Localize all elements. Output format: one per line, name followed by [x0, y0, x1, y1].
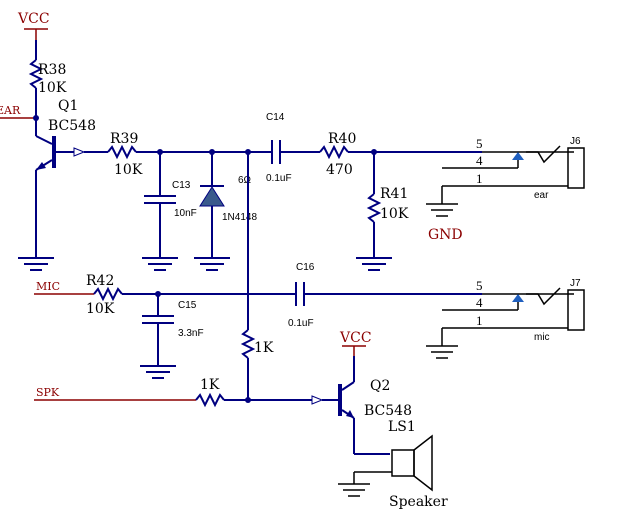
mic-net-label: MIC [36, 280, 60, 293]
r-vertical-resistor [240, 329, 256, 359]
c15-value: 3.3nF [178, 328, 204, 339]
vcc-q2-symbol: VCC [339, 330, 372, 356]
r39-ref: R39 [110, 131, 138, 147]
r40-resistor [319, 144, 349, 160]
vcc-q2-label: VCC [339, 330, 372, 346]
j7-ground-symbol [426, 345, 458, 359]
q2-ref: Q2 [370, 378, 390, 394]
diode-ground-symbol [194, 257, 230, 271]
c16-capacitor [295, 282, 305, 306]
q1-ref: Q1 [58, 98, 78, 114]
q1-transistor [35, 112, 86, 258]
j6-pin-4: 4 [476, 153, 483, 168]
diode-1n4148 [199, 152, 225, 258]
r-horizontal-value: 1K [200, 377, 220, 393]
gnd-label: GND [428, 227, 463, 243]
c13-ground-symbol [142, 257, 178, 271]
c13-ref: C13 [172, 180, 191, 191]
diode-marker: 6Ω [238, 175, 252, 186]
r40-value: 470 [326, 162, 353, 178]
j7-pin-5: 5 [476, 278, 483, 293]
diode-value: 1N4148 [222, 212, 257, 223]
r38-resistor [28, 59, 44, 89]
r39-resistor [107, 144, 137, 160]
q2-transistor [338, 356, 355, 454]
r-vertical-value: 1K [254, 340, 274, 356]
q1-part: BC548 [48, 118, 96, 134]
c14-capacitor [271, 140, 281, 164]
j7-ref: J7 [570, 278, 581, 289]
spk-net-label: SPK [36, 386, 60, 399]
j6-ground-symbol [426, 203, 458, 217]
r41-ref: R41 [380, 186, 408, 202]
vcc-top-label: VCC [17, 11, 50, 27]
speaker-ground-symbol [338, 483, 370, 497]
r41-ground-symbol [356, 257, 392, 271]
c16-ref: C16 [296, 262, 315, 273]
r42-resistor [93, 286, 123, 302]
r42-ref: R42 [86, 273, 114, 289]
r-horizontal-resistor [195, 392, 225, 408]
j7-pin-1: 1 [476, 313, 483, 328]
speaker-ref: LS1 [388, 419, 416, 435]
j7-jack: 5 4 1 [441, 278, 585, 346]
ear-net-label: EAR [0, 104, 21, 117]
c14-ref: C14 [266, 112, 285, 123]
c14-value: 0.1uF [266, 173, 292, 184]
c13-value: 10nF [174, 208, 197, 219]
r40-ref: R40 [328, 131, 356, 147]
c15-ref: C15 [178, 300, 197, 311]
q2-part: BC548 [364, 403, 412, 419]
c13-capacitor [144, 152, 176, 258]
j7-label: mic [534, 332, 550, 343]
j6-jack: 5 4 1 [441, 136, 585, 204]
r39-value: 10K [114, 162, 143, 178]
c16-value: 0.1uF [288, 318, 314, 329]
c15-ground-symbol [140, 365, 176, 379]
j6-pin-5: 5 [476, 136, 483, 151]
r38-value: 10K [38, 80, 67, 96]
speaker-label: Speaker [389, 494, 448, 510]
j6-label: ear [534, 190, 549, 201]
c15-capacitor [142, 294, 174, 366]
j6-ref: J6 [570, 136, 581, 147]
q1-ground-symbol [18, 257, 54, 271]
j7-pin-4: 4 [476, 295, 483, 310]
j6-pin-1: 1 [476, 171, 483, 186]
speaker-symbol [391, 434, 433, 492]
r41-resistor [366, 193, 382, 223]
r42-value: 10K [86, 301, 115, 317]
r41-value: 10K [380, 206, 409, 222]
r38-ref: R38 [38, 62, 66, 78]
vcc-top-symbol: VCC [17, 11, 50, 40]
